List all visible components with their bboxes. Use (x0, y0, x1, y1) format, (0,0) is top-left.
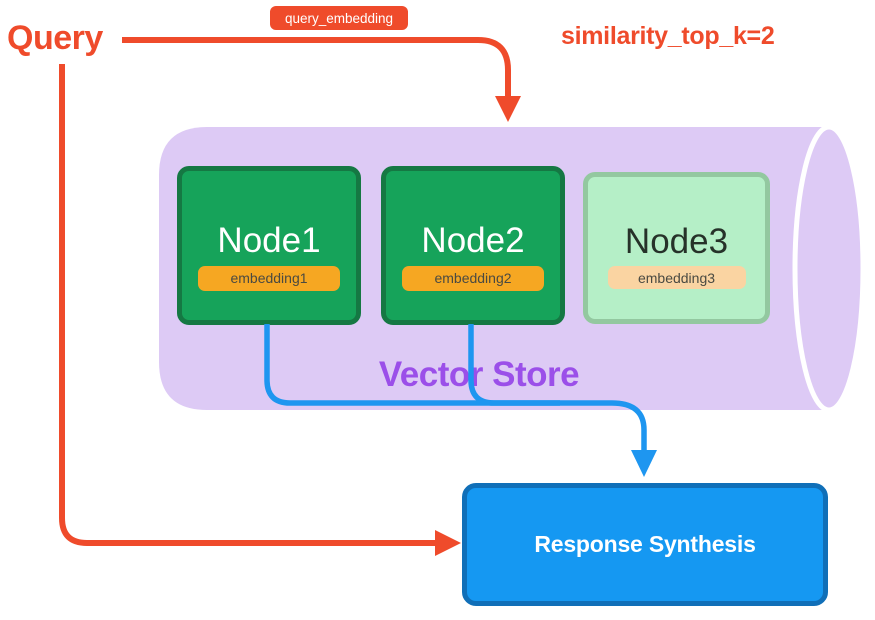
node3-label: Node3 (624, 221, 729, 261)
response-synthesis-label: Response Synthesis (534, 531, 756, 557)
red-down-arrowhead-icon (495, 96, 521, 122)
response-synthesis-box: Response Synthesis (462, 483, 828, 606)
red-right-arrowhead-icon (435, 530, 461, 556)
node2-embedding-badge: embedding2 (402, 265, 544, 291)
query-to-vectorstore-arrow (122, 37, 511, 98)
similarity-top-k-label: similarity_top_k=2 (561, 22, 775, 50)
vector-store-title: Vector Store (378, 355, 580, 394)
node1-card: Node1 embedding1 (177, 166, 361, 325)
node1-embedding-badge: embedding1 (198, 265, 340, 291)
node3-card: Node3 embedding3 (583, 172, 770, 324)
query-label: Query (7, 19, 103, 57)
blue-arrowhead-icon (631, 450, 657, 477)
node1-label: Node1 (217, 221, 321, 261)
node3-embedding-badge: embedding3 (607, 266, 746, 290)
node2-label: Node2 (421, 221, 525, 261)
cylinder-end-cap (792, 124, 866, 413)
query-embedding-badge: query_embedding (270, 6, 408, 30)
node2-card: Node2 embedding2 (381, 166, 565, 325)
